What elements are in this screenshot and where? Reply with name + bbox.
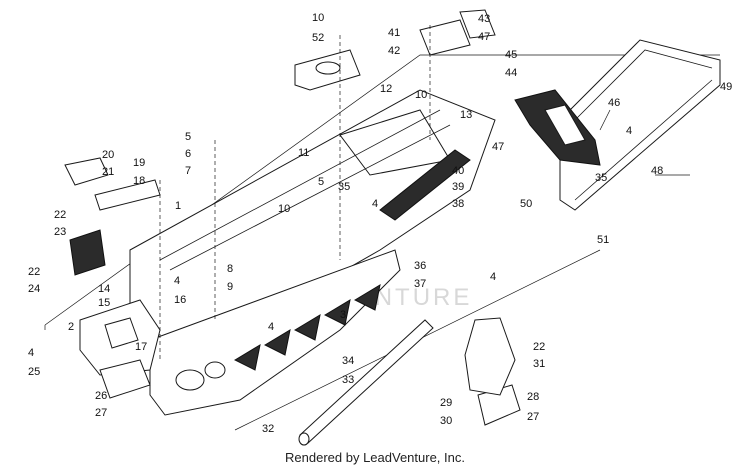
cross-shaft-part (298, 319, 434, 446)
callout-label: 32 (262, 423, 274, 435)
callout-label: 18 (133, 175, 145, 187)
callout-label: 46 (608, 97, 620, 109)
bulkhead-part (79, 299, 161, 376)
footer-credit: Rendered by LeadVenture, Inc. (285, 450, 465, 465)
callout-label: 34 (342, 355, 354, 367)
callout-label: 17 (135, 341, 147, 353)
callout-label: 30 (440, 415, 452, 427)
callout-label: 28 (527, 391, 539, 403)
callout-label: 50 (520, 198, 532, 210)
callout-label: 5 (318, 176, 324, 188)
callout-label: 10 (415, 89, 427, 101)
callout-label: 11 (298, 147, 309, 159)
callout-label: 52 (312, 32, 324, 44)
callout-label: 48 (651, 165, 663, 177)
callout-label: 3 (340, 309, 346, 321)
callout-label: 26 (95, 390, 107, 402)
snowflap-part (514, 89, 601, 166)
callout-label: 22 (54, 209, 66, 221)
callout-label: 1 (175, 200, 181, 212)
callout-label: 7 (185, 165, 191, 177)
footrest-part (99, 359, 521, 426)
callout-label: 42 (388, 45, 400, 57)
callout-label: 51 (597, 234, 609, 246)
rear-bumper-part (559, 39, 721, 211)
callout-label: 49 (720, 81, 732, 93)
callout-label: 19 (133, 157, 145, 169)
callout-label: 4 (626, 125, 632, 137)
callout-label: 4 (490, 271, 496, 283)
callout-label: 45 (505, 49, 517, 61)
callout-label: 20 (102, 149, 114, 161)
callout-label: 22 (533, 341, 545, 353)
front-small-parts (64, 157, 161, 276)
callout-label: 6 (185, 148, 191, 160)
callout-label: 37 (414, 278, 426, 290)
callout-label: 35 (338, 181, 350, 193)
callout-label: 23 (54, 226, 66, 238)
callout-label: 27 (95, 407, 107, 419)
callout-label: 21 (102, 166, 114, 178)
stirrup-part (464, 317, 516, 396)
callout-label: 39 (452, 181, 464, 193)
callout-label: 44 (505, 67, 517, 79)
callout-label: 43 (478, 13, 490, 25)
seat-pad-part (294, 49, 361, 91)
callout-label: 22 (28, 266, 40, 278)
callout-label: 36 (414, 260, 426, 272)
callout-label: 33 (342, 374, 354, 386)
callout-label: 5 (185, 131, 191, 143)
callout-label: 35 (595, 172, 607, 184)
callout-label: 4 (268, 321, 274, 333)
tunnel-part (129, 89, 496, 371)
callout-label: 10 (278, 203, 290, 215)
callout-label: 31 (533, 358, 545, 370)
callout-label: 40 (452, 165, 464, 177)
callout-label: 2 (68, 321, 74, 333)
callout-label: 4 (372, 198, 378, 210)
callout-label: 47 (492, 141, 504, 153)
side-panel-part (149, 249, 401, 416)
callout-label: 15 (98, 297, 110, 309)
callout-label: 27 (527, 411, 539, 423)
callouts: 10 43 52 41 42 47 45 44 12 10 49 46 13 4… (28, 12, 732, 435)
rear-bracket-part (419, 9, 496, 56)
callout-label: 47 (478, 31, 490, 43)
callout-label: 24 (28, 283, 40, 295)
callout-label: 14 (98, 283, 110, 295)
callout-label: 41 (388, 27, 400, 39)
callout-label: 25 (28, 366, 40, 378)
leader-lines (159, 25, 690, 360)
callout-label: 9 (227, 281, 233, 293)
callout-label: 38 (452, 198, 464, 210)
callout-label: 4 (28, 347, 34, 359)
callout-label: 16 (174, 294, 186, 306)
callout-label: 13 (460, 109, 472, 121)
callout-label: 29 (440, 397, 452, 409)
callout-label: 10 (312, 12, 324, 24)
callout-label: 8 (227, 263, 233, 275)
callout-label: 12 (380, 83, 392, 95)
callout-label: 4 (174, 275, 180, 287)
